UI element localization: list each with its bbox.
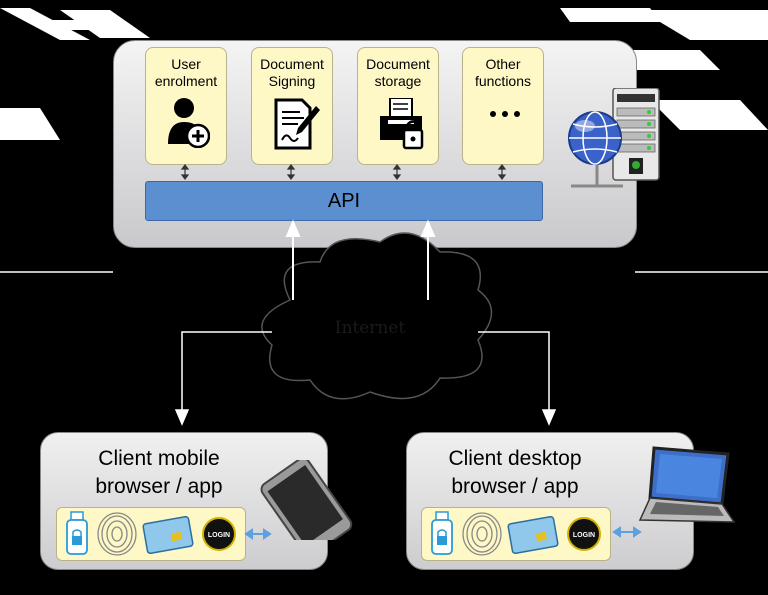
function-label: Document Signing [260,56,324,89]
function-document-storage: Document storage [357,47,439,165]
client-mobile-title: Client mobile browser / app [95,447,223,498]
login-icon: LOGIN [202,517,236,551]
api-bar: API [145,181,543,221]
function-other-functions: Other functions [462,47,544,165]
smart-card-icon [507,515,559,555]
login-icon: LOGIN [567,517,601,551]
background-decoration [0,8,768,273]
fingerprint-icon [462,512,502,556]
arrow-head [285,219,301,237]
ellipsis-icon [490,111,520,117]
arrow-head [420,219,436,237]
server-icon [568,88,660,188]
function-label: Document storage [366,56,430,89]
document-storage-icon [380,98,424,150]
svg-text:LOGIN: LOGIN [208,532,230,539]
internet-cloud [261,232,493,400]
smart-card-icon [142,515,194,555]
arrow-head [174,409,190,426]
user-add-icon [168,98,210,148]
function-document-signing: Document Signing [251,47,333,165]
usb-token-icon [431,511,453,555]
laptop-icon [612,446,736,538]
client-desktop-title: Client desktop browser / app [448,447,582,498]
function-label: User enrolment [154,56,218,89]
svg-text:LOGIN: LOGIN [573,532,595,539]
function-label: Other functions [474,56,532,89]
usb-token-icon [66,511,88,555]
smartphone-icon [244,460,353,540]
desktop-auth-methods: LOGIN [421,507,611,561]
fingerprint-icon [97,512,137,556]
document-sign-icon [274,98,320,150]
client-desktop-panel: Client desktop browser / app [406,432,694,570]
mobile-auth-methods: LOGIN [56,507,246,561]
function-user-enrolment: User enrolment [145,47,227,165]
arrow-head [541,409,557,426]
internet-label: Internet [335,318,406,338]
